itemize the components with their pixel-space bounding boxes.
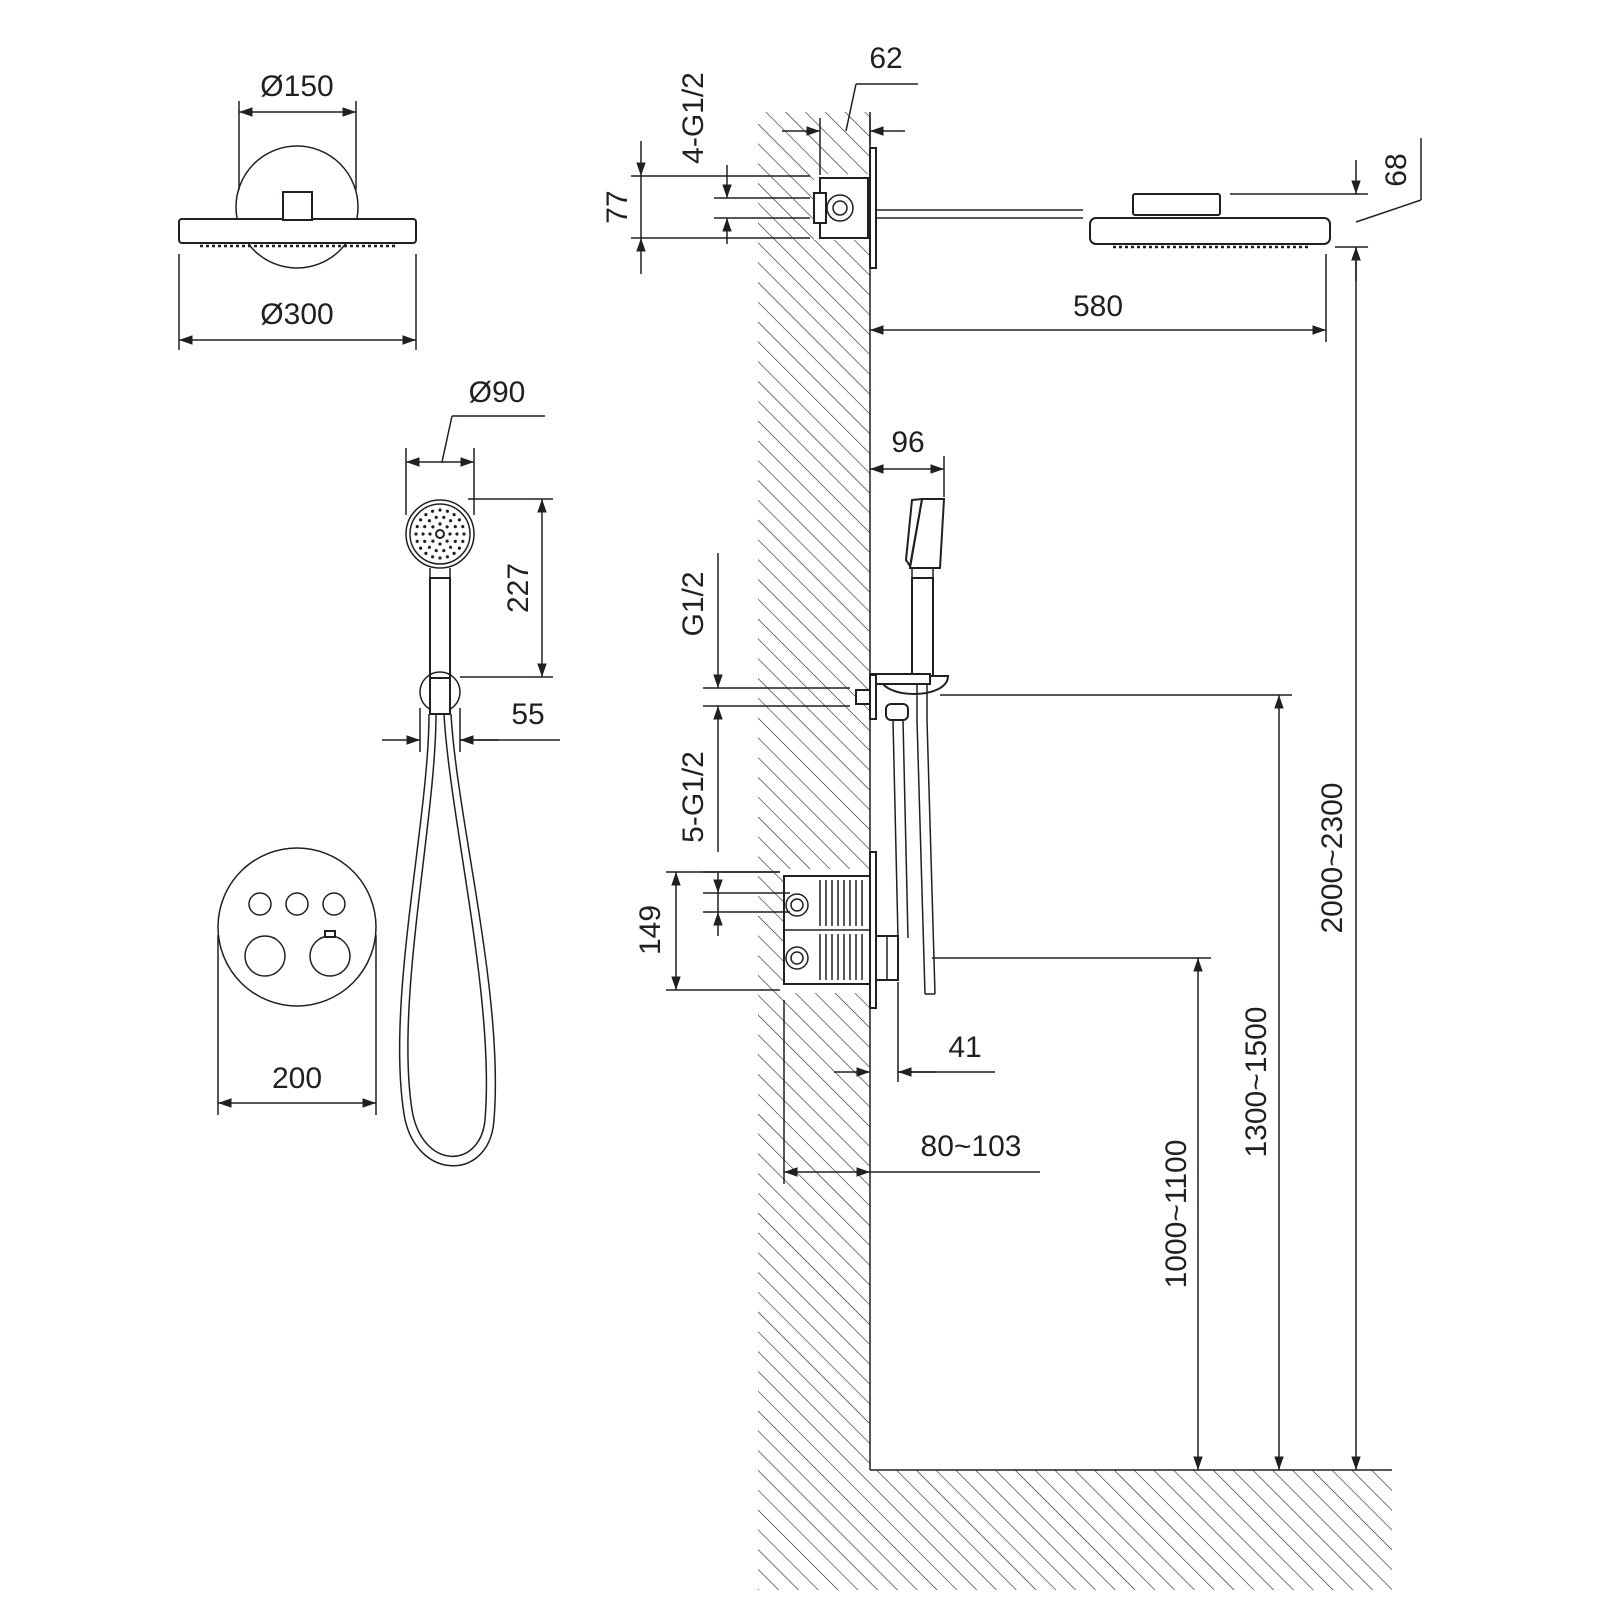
- dim-mixer-box-height: 149: [634, 871, 780, 991]
- dim-label-hand-shower-length: 227: [502, 563, 535, 613]
- spray-nozzle: [415, 525, 419, 529]
- spray-nozzle: [462, 532, 466, 536]
- spray-nozzle: [415, 539, 419, 544]
- dim-label-hand-shower-diameter: Ø90: [469, 376, 526, 409]
- spray-nozzle: [442, 515, 446, 520]
- overhead-shower-top-view: [178, 145, 417, 269]
- spray-nozzle: [431, 509, 435, 513]
- spray-nozzle: [455, 532, 459, 536]
- spray-nozzle: [453, 525, 457, 529]
- mixer-box-side-view: [783, 851, 899, 1009]
- dim-label-mixer-box-height: 149: [634, 905, 667, 955]
- spray-nozzle: [434, 515, 438, 520]
- dim-label-wall-outlet-height: 1300~1500: [1240, 1007, 1273, 1158]
- wall-outlet-side-view: [855, 674, 936, 995]
- dim-label-mixer-height: 1000~1100: [1160, 1140, 1193, 1289]
- spray-nozzle: [448, 532, 452, 536]
- spray-nozzle: [452, 551, 456, 556]
- spray-nozzle: [431, 555, 435, 559]
- spray-nozzle: [438, 522, 442, 526]
- spray-nozzle: [424, 513, 428, 517]
- spray-nozzle: [445, 539, 449, 543]
- dim-holder-width: 55: [382, 698, 560, 752]
- dim-label-overhead-head: Ø300: [260, 298, 333, 331]
- spray-nozzle: [431, 525, 435, 529]
- hand-shower-side-view: [869, 497, 950, 695]
- dim-label-hose-outlet-projection: 41: [948, 1031, 981, 1064]
- upper-box-side-view: [813, 147, 1083, 269]
- dim-label-control-plate-width: 200: [272, 1062, 322, 1095]
- wall-section: [758, 112, 1392, 1590]
- dim-hand-shower-diameter: Ø90: [405, 376, 545, 515]
- spray-nozzle: [442, 549, 446, 553]
- dim-mixer-box-depth: 80~103: [783, 1000, 1040, 1184]
- spray-nozzle: [438, 556, 442, 560]
- spray-nozzle: [423, 525, 427, 529]
- spray-nozzle: [421, 532, 425, 536]
- control-plate-front-view: [217, 847, 377, 1007]
- spray-nozzle: [449, 545, 453, 549]
- spray-nozzle: [423, 539, 427, 544]
- dim-label-mixer-outlets: 5-G1/2: [677, 751, 710, 843]
- dim-hand-shower-projection: 96: [870, 426, 945, 497]
- spray-nozzle: [461, 539, 465, 544]
- dim-label-upper-outlets: 4-G1/2: [677, 72, 710, 164]
- spray-nozzle: [414, 532, 418, 536]
- dim-label-upper-box-height: 77: [601, 190, 634, 223]
- spray-nozzle: [427, 545, 431, 549]
- spray-nozzle: [438, 542, 442, 546]
- spray-nozzle: [453, 539, 457, 544]
- dim-label-head-height: 2000~2300: [1316, 783, 1349, 934]
- spray-nozzle: [452, 513, 456, 517]
- dim-upper-box-depth: 62: [782, 42, 918, 175]
- spray-nozzle: [457, 518, 461, 522]
- hand-shower-front-view: [398, 499, 497, 1167]
- dim-wall-outlet-height: 1300~1500: [940, 694, 1292, 1470]
- dim-label-head-thickness: 68: [1380, 153, 1413, 186]
- dim-control-plate-width: 200: [217, 935, 377, 1115]
- dim-upper-outlets: 4-G1/2: [677, 72, 732, 244]
- dim-upper-box-height: 77: [601, 141, 810, 274]
- dim-label-hand-shower-projection: 96: [891, 426, 924, 459]
- dim-label-wall-outlet-thread: G1/2: [677, 571, 710, 636]
- spray-nozzle: [461, 525, 465, 529]
- spray-nozzle: [419, 546, 423, 550]
- spray-nozzle: [428, 532, 432, 536]
- dim-head-height: 2000~2300: [1316, 247, 1361, 1470]
- spray-nozzle: [449, 519, 453, 523]
- mixer-ribs: [819, 880, 863, 980]
- dim-wall-outlet-thread: G1/2: [677, 553, 850, 852]
- spray-nozzle: [457, 546, 461, 550]
- dim-label-overhead-plate: Ø150: [260, 70, 333, 103]
- dim-arm-projection: 580: [870, 254, 1327, 342]
- dim-overhead-plate-diameter: Ø150: [238, 70, 357, 190]
- spray-nozzles: [414, 508, 466, 560]
- spray-nozzle: [445, 525, 449, 529]
- spray-nozzle: [427, 519, 431, 523]
- dim-mixer-height: 1000~1100: [932, 957, 1211, 1470]
- dim-label-holder-width: 55: [511, 698, 544, 731]
- dim-hose-outlet-projection: 41: [834, 982, 995, 1082]
- dim-label-mixer-box-depth: 80~103: [921, 1130, 1022, 1163]
- spray-nozzle: [438, 508, 442, 512]
- dim-label-arm-projection: 580: [1073, 290, 1123, 323]
- spray-nozzle: [424, 551, 428, 556]
- spray-nozzle: [431, 539, 435, 543]
- dim-hand-shower-length: 227: [460, 498, 553, 678]
- overhead-shower-side-view: [1089, 193, 1331, 249]
- spray-nozzle: [445, 509, 449, 513]
- dim-overhead-head-diameter: Ø300: [178, 254, 417, 350]
- spray-nozzle: [434, 549, 438, 553]
- spray-nozzle: [445, 555, 449, 559]
- spray-nozzle: [419, 518, 423, 522]
- dim-label-upper-box-depth: 62: [869, 42, 902, 75]
